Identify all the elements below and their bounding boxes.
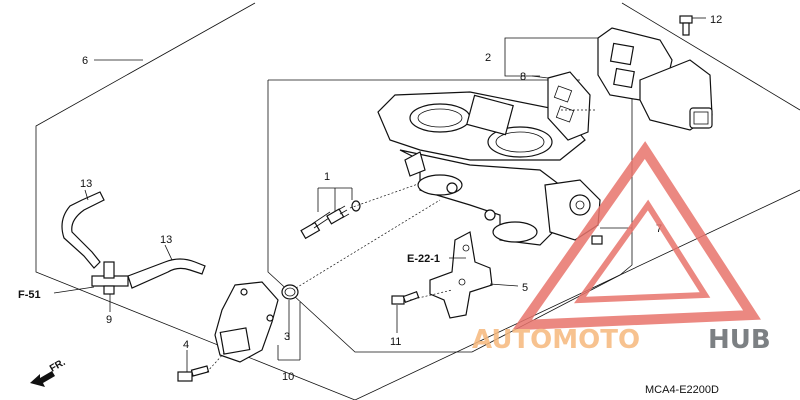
vacuum-hose-left [61,191,105,269]
callout-10: 10 [282,371,294,383]
watermark-auto: AUTOMOTO [472,325,640,355]
callout-13-right: 13 [160,234,172,246]
callout-11: 11 [390,336,401,348]
callout-8: 8 [520,71,526,83]
diagram-code: MCA4-E2200D [645,384,719,396]
throttle-body-subframe [267,40,633,353]
iacv-gasket [547,71,591,141]
watermark-hub: HUB [708,325,771,355]
o-ring [281,284,299,300]
callout-4: 4 [183,339,189,351]
callout-2: 2 [485,52,491,64]
callout-12: 12 [710,14,722,26]
callout-13-left: 13 [80,178,92,190]
bolt-11 [391,291,420,305]
assembly-outline [35,2,356,400]
map-sensor-unit [214,281,279,363]
throttle-body [377,91,603,246]
idle-air-control-valve [597,27,713,131]
bolt-4 [177,365,210,382]
front-direction-arrow: FR. [30,357,68,387]
callout-6: 6 [82,55,88,67]
svg-text:FR.: FR. [48,357,68,375]
callout-1: 1 [324,171,330,183]
callout-9: 9 [106,314,112,326]
hose-joint [91,261,129,295]
callout-3: 3 [284,331,290,343]
adjust-screw-set [300,200,361,240]
ref-e22-1: E-22-1 [407,253,440,265]
ref-f51: F-51 [18,289,41,301]
callout-7: 7 [656,223,662,235]
automotohub-watermark: AUTOMOTO HUB [472,141,771,355]
bolt-12 [679,15,693,36]
callout-5: 5 [522,282,528,294]
vacuum-hose-right [127,258,206,289]
bracket [429,231,493,319]
